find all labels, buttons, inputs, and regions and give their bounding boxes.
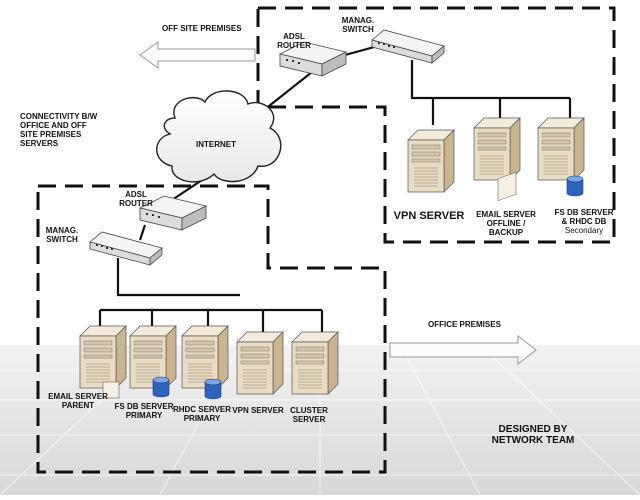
offsite-vpn-server-icon [407,129,455,193]
office-rhdc-database-icon [204,378,222,400]
offsite-switch-label: MANAG.SWITCH [341,16,375,34]
offsite-database-icon [566,175,584,197]
office-fsdb-server-label: FS DB SERVER PRIMARY [114,402,174,420]
office-email-server-label: EMAIL SERVER PARENT [48,392,108,410]
office-arrow-label: OFFICE PREMISES [428,320,501,329]
offsite-arrow [139,41,256,69]
internet-label: INTERNET [196,140,236,149]
office-vpn-server-icon [236,331,284,395]
internet-cloud-icon [156,90,282,183]
office-cluster-server-label: CLUSTER SERVER [290,406,328,424]
office-arrow [389,334,537,366]
office-switch-label: MANAG.SWITCH [45,226,79,244]
office-fsdb-server-icon [129,325,177,389]
office-rhdc-server-label: RHDC SERVER PRIMARY [172,405,232,423]
office-cluster-server-icon [291,331,339,395]
credit-label: DESIGNED BY NETWORK TEAM [491,424,575,446]
offsite-fsdb-server-icon [537,117,585,181]
connectivity-note: CONNECTIVITY B/W OFFICE AND OFF SITE PRE… [20,112,98,148]
office-boundary [36,184,387,474]
offsite-vpn-server-label: VPN SERVER [393,210,465,222]
office-email-server-icon [79,325,127,389]
offsite-email-server-icon [473,117,521,181]
offsite-fsdb-server-label: FS DB SERVER & RHDC DB Secondary [554,208,614,235]
office-rhdc-server-icon [181,325,229,389]
offsite-email-server-label: EMAIL SERVER OFFLINE / BACKUP [476,210,536,237]
office-fsdb-database-icon [152,376,170,398]
office-vpn-server-label: VPN SERVER [232,406,284,415]
offsite-arrow-label: OFF SITE PREMISES [162,24,242,33]
